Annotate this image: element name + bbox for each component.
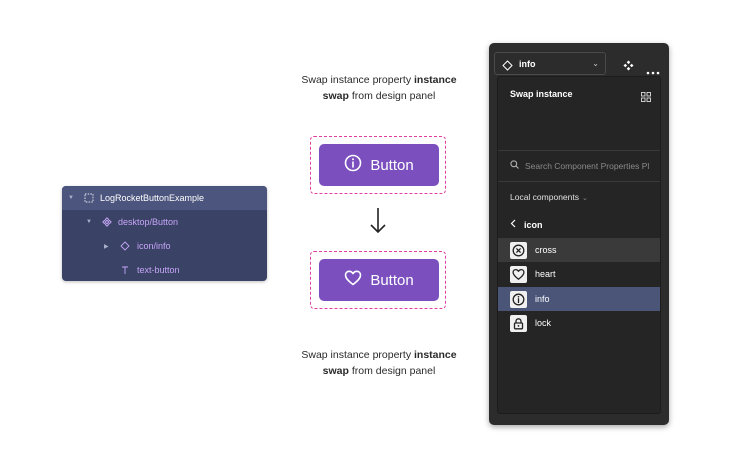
cross-circle-icon xyxy=(510,241,527,259)
search-icon xyxy=(510,160,519,171)
chevron-left-icon xyxy=(510,219,516,230)
caption-bottom-text: Swap instance property xyxy=(301,349,415,361)
lock-icon xyxy=(510,314,527,332)
caption-top: Swap instance property instance swap fro… xyxy=(298,72,460,104)
layer-label-icon-info: icon/info xyxy=(137,241,171,251)
demo-button-info[interactable]: Button xyxy=(319,144,439,186)
local-components-label: Local components xyxy=(510,192,579,202)
caption-top-text-end: from design panel xyxy=(348,90,436,102)
demo-button-label: Button xyxy=(370,156,414,174)
grid-view-icon[interactable] xyxy=(641,89,651,102)
caption-top-bold: instance swap xyxy=(322,74,457,102)
layer-label-text-button: text-button xyxy=(137,265,180,275)
component-item-cross[interactable]: cross xyxy=(498,238,660,262)
layer-row-desktop-button[interactable]: ▼ desktop/Button xyxy=(62,210,267,234)
component-search[interactable]: Search Component Properties Pl xyxy=(510,160,649,171)
layer-label-desktop-button: desktop/Button xyxy=(118,217,179,227)
caption-top-text: Swap instance property xyxy=(301,74,415,86)
panel-header: info ⌄ xyxy=(489,43,669,77)
caption-bottom: Swap instance property instance swap fro… xyxy=(298,347,460,379)
component-label: heart xyxy=(535,269,556,279)
instance-select-value: info xyxy=(519,58,536,69)
swap-instance-popover: Swap instance Search Component Propertie… xyxy=(497,76,661,414)
more-options-icon[interactable] xyxy=(646,62,660,80)
component-label: info xyxy=(535,294,550,304)
search-input[interactable]: Search Component Properties Pl xyxy=(525,160,650,171)
demo-button-heart[interactable]: Button xyxy=(319,259,439,301)
demo-button-label: Button xyxy=(370,271,414,289)
instance-select[interactable]: info ⌄ xyxy=(494,52,606,75)
heart-icon xyxy=(510,265,527,283)
caption-bottom-bold: instance swap xyxy=(322,349,457,377)
instance-icon xyxy=(502,58,513,76)
demo-frame-top: Button xyxy=(310,136,446,194)
layer-label-root: LogRocketButtonExample xyxy=(100,193,205,203)
chevron-down-icon: ⌄ xyxy=(592,59,599,68)
component-label: lock xyxy=(535,318,552,328)
info-icon xyxy=(344,154,362,176)
component-item-heart[interactable]: heart xyxy=(498,262,660,286)
component-icon[interactable] xyxy=(623,58,634,76)
layers-panel: ▼ LogRocketButtonExample ▼ desktop/Butto… xyxy=(62,186,267,281)
layer-row-icon-info[interactable]: ▶ icon/info xyxy=(62,234,267,258)
local-components-dropdown[interactable]: Local components⌄ xyxy=(510,192,588,202)
layer-row-root[interactable]: ▼ LogRocketButtonExample xyxy=(62,186,267,210)
frame-icon xyxy=(83,192,95,204)
component-item-info[interactable]: info xyxy=(498,287,660,311)
swap-instance-title: Swap instance xyxy=(510,89,573,99)
collapse-caret-icon[interactable]: ▼ xyxy=(86,219,92,225)
instance-icon xyxy=(119,240,131,252)
component-icon xyxy=(101,216,113,228)
text-layer-icon xyxy=(119,264,131,276)
demo-frame-bottom: Button xyxy=(310,251,446,309)
instance-swap-panel: info ⌄ Swap instance Search Component Pr… xyxy=(489,43,669,425)
heart-icon xyxy=(344,269,362,291)
arrow-down-icon xyxy=(370,208,386,234)
chevron-down-icon: ⌄ xyxy=(582,195,588,202)
divider xyxy=(498,181,660,182)
expand-caret-icon[interactable]: ▶ xyxy=(104,243,109,250)
folder-label: icon xyxy=(524,219,543,230)
caption-bottom-text-end: from design panel xyxy=(348,365,436,377)
collapse-caret-icon[interactable]: ▼ xyxy=(68,195,74,201)
layer-row-text-button[interactable]: text-button xyxy=(62,258,267,281)
back-to-icon-folder[interactable]: icon xyxy=(510,219,543,230)
info-icon xyxy=(510,290,527,308)
component-label: cross xyxy=(535,245,557,255)
component-item-lock[interactable]: lock xyxy=(498,311,660,335)
divider xyxy=(498,150,660,151)
